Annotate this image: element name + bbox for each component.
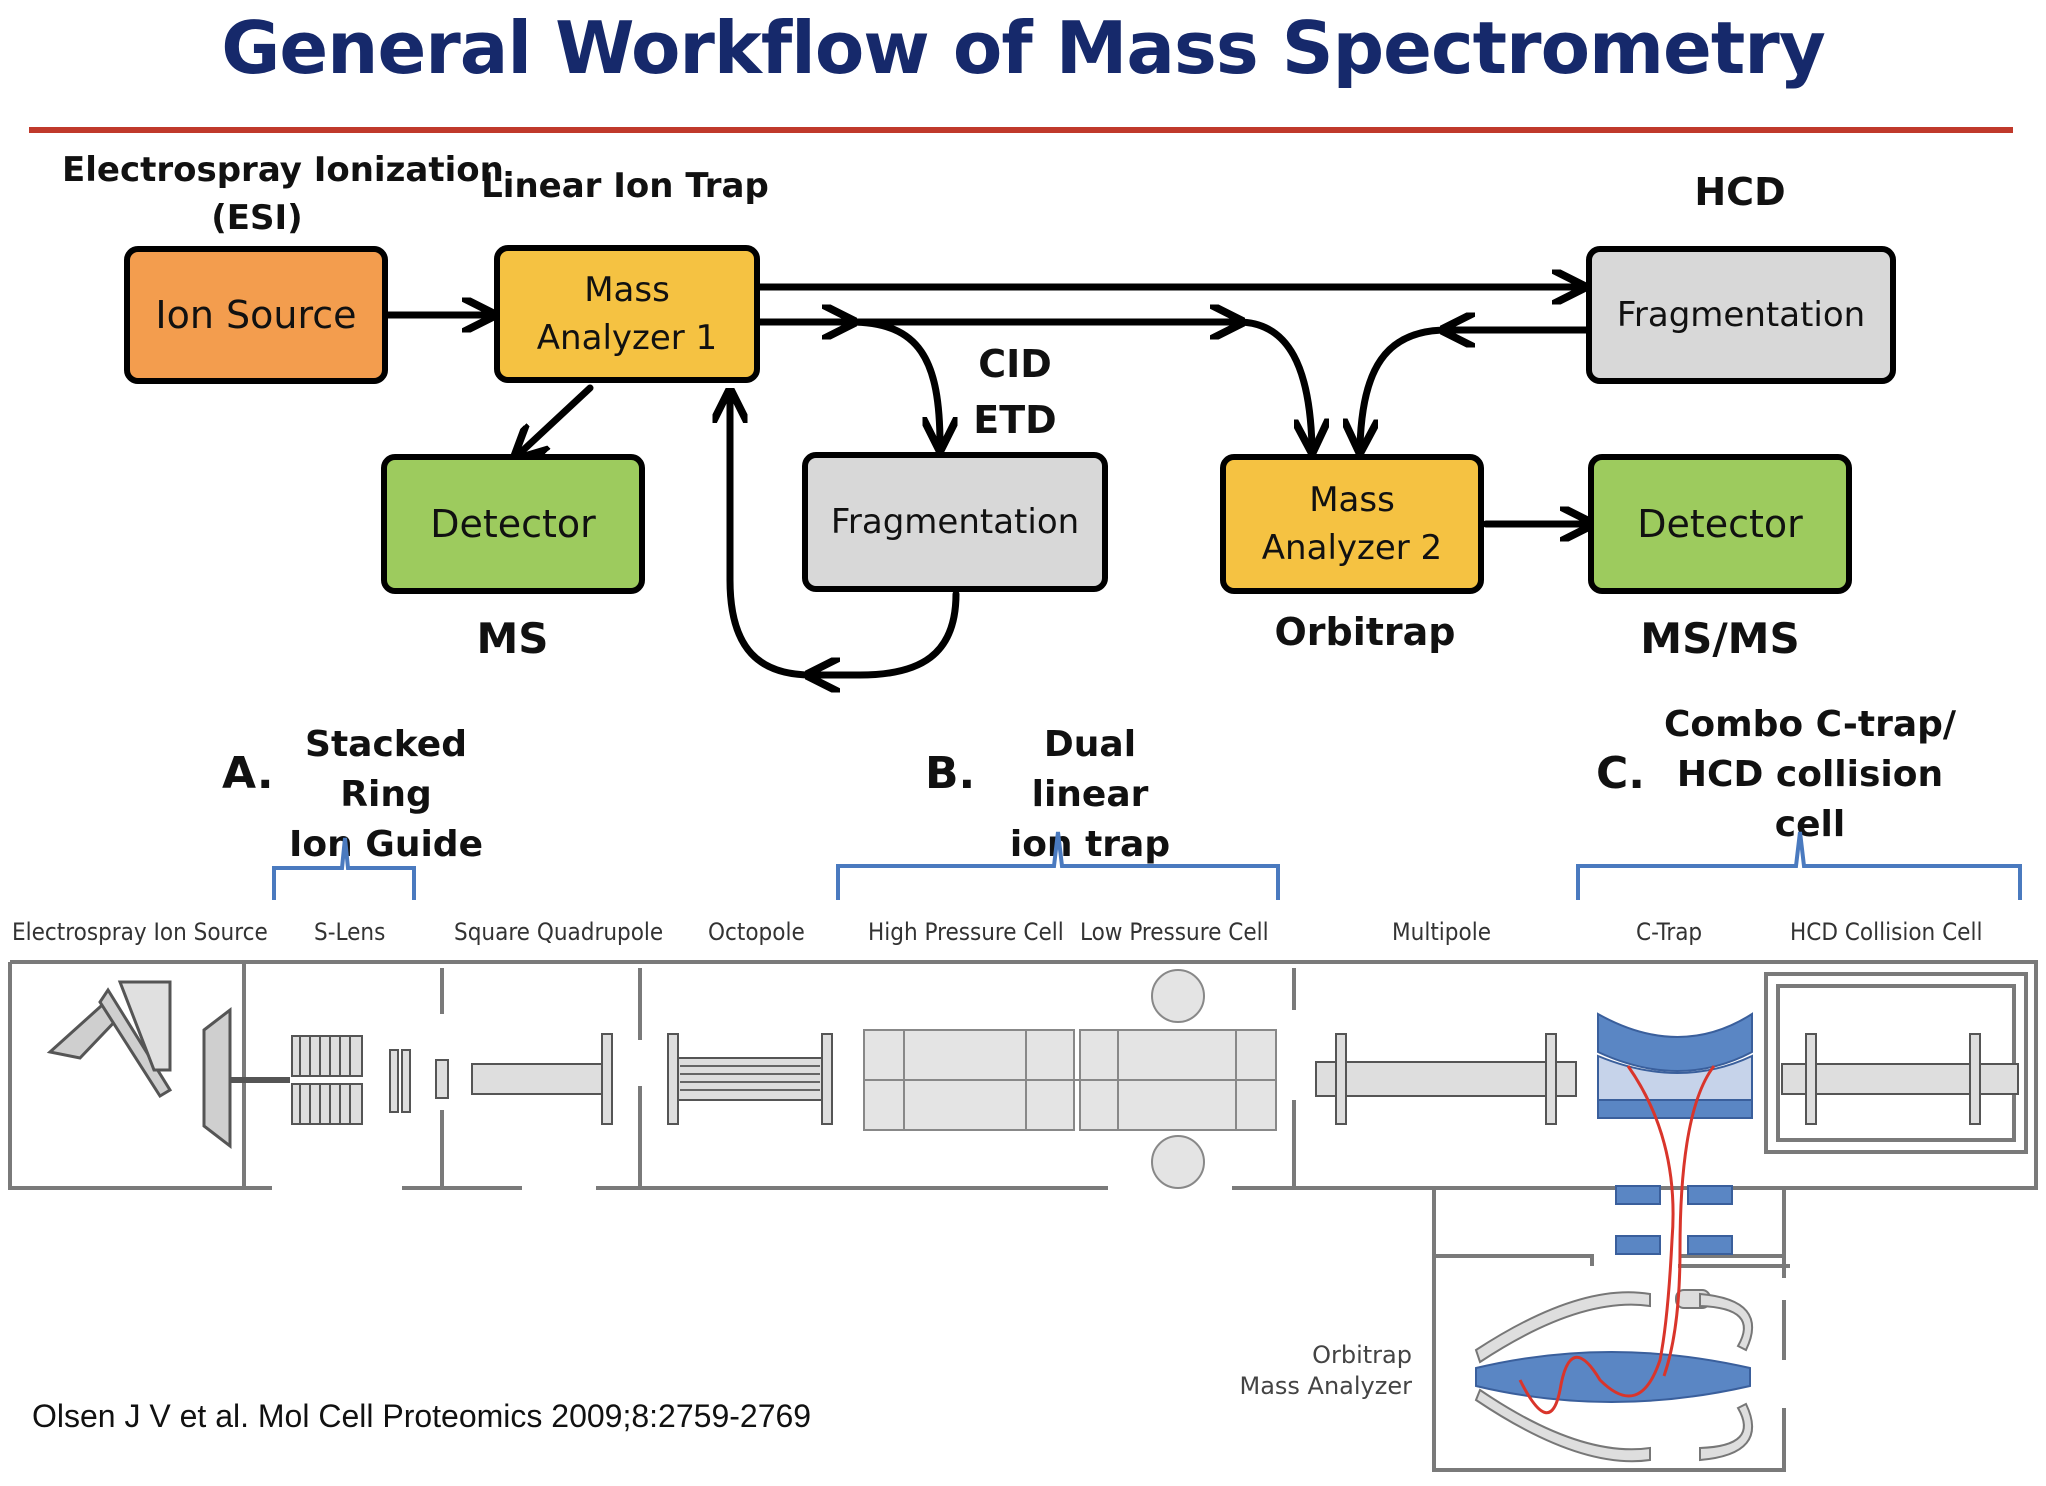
multipole bbox=[1315, 1061, 1577, 1097]
mass-analyzer-1-line1: Mass bbox=[584, 270, 670, 310]
ion-source-label: Ion Source bbox=[155, 293, 357, 337]
component-label-octopole: Octopole bbox=[708, 918, 805, 946]
component-label-s-lens: S-Lens bbox=[314, 918, 386, 946]
detector-1-label: Detector bbox=[430, 502, 596, 546]
esi-label-line1: Electrospray Ionization bbox=[62, 150, 504, 190]
section-a-line2: Ion Guide bbox=[289, 824, 483, 865]
outer-electrode-bottom bbox=[1474, 1388, 1651, 1463]
arrow-ma1-to-ma2-curve bbox=[1234, 318, 1312, 447]
detector-top bbox=[1151, 969, 1205, 1023]
arrow-cid-loop bbox=[812, 590, 960, 675]
section-c-letter: C. bbox=[1596, 748, 1646, 799]
component-label-high-pressure-cell: High Pressure Cell bbox=[868, 918, 1064, 946]
low-pressure-cell bbox=[1079, 1029, 1277, 1131]
section-b-line2: ion trap bbox=[1009, 824, 1171, 865]
component-label-low-pressure-cell: Low Pressure Cell bbox=[1080, 918, 1269, 946]
s-lens-rings bbox=[291, 1035, 363, 1077]
orbitrap-mass-analyzer-label: Orbitrap Mass Analyzer bbox=[1222, 1340, 1413, 1402]
fragmentation-hcd-box: Fragmentation bbox=[1586, 246, 1896, 384]
arrow-ma1-to-detector bbox=[518, 384, 594, 455]
vertical-walls bbox=[242, 962, 1296, 1188]
citation: Olsen J V et al. Mol Cell Proteomics 200… bbox=[32, 1398, 812, 1434]
section-c-line1: Combo C-trap/ bbox=[1663, 704, 1957, 745]
orbitrap-label-line1: Orbitrap bbox=[1312, 1341, 1412, 1369]
esi-label: Electrospray Ionization (ESI) bbox=[62, 146, 504, 242]
c-trap-mid bbox=[1597, 1054, 1753, 1101]
title-divider bbox=[29, 127, 2013, 133]
c-trap-bottom bbox=[1597, 1099, 1753, 1119]
section-a-title: Stacked Ring Ion Guide bbox=[276, 720, 496, 870]
component-label-esi: Electrospray Ion Source bbox=[12, 918, 268, 946]
mass-analyzer-2-line2: Analyzer 2 bbox=[1261, 528, 1443, 568]
section-b-title: Dual linear ion trap bbox=[980, 720, 1200, 870]
orbitrap-housing bbox=[1432, 1188, 1786, 1472]
optics-upper-left bbox=[1615, 1185, 1661, 1205]
mass-analyzer-1-line2: Analyzer 1 bbox=[536, 318, 718, 358]
mass-analyzer-2-line1: Mass bbox=[1309, 480, 1395, 520]
detector-2-box: Detector bbox=[1588, 454, 1852, 594]
component-label-multipole: Multipole bbox=[1392, 918, 1491, 946]
fragmentation-cid-box: Fragmentation bbox=[802, 452, 1108, 592]
ion-source-box: Ion Source bbox=[124, 246, 388, 384]
section-c-title: Combo C-trap/ HCD collision cell bbox=[1650, 700, 1970, 850]
workflow-arrows bbox=[384, 0, 2046, 700]
esi-emitter bbox=[98, 987, 173, 1099]
component-label-hcd-collision-cell: HCD Collision Cell bbox=[1790, 918, 1983, 946]
housing-outline bbox=[8, 960, 2038, 1190]
deflector bbox=[1675, 1289, 1711, 1309]
orbitrap-label: Orbitrap bbox=[1274, 610, 1456, 654]
hcd-label: HCD bbox=[1694, 170, 1786, 214]
section-a-line1: Stacked Ring bbox=[305, 724, 467, 815]
c-trap-top bbox=[1597, 1012, 1753, 1072]
section-c-line2: HCD collision cell bbox=[1676, 754, 1944, 845]
page-title: General Workflow of Mass Spectrometry bbox=[221, 6, 1826, 90]
orbitrap-label-line2: Mass Analyzer bbox=[1239, 1372, 1413, 1400]
section-a-letter: A. bbox=[222, 748, 274, 799]
optics-lower-left bbox=[1615, 1235, 1661, 1255]
component-label-square-quadrupole: Square Quadrupole bbox=[454, 918, 664, 946]
mass-analyzer-2-box: Mass Analyzer 2 bbox=[1220, 454, 1484, 594]
square-quadrupole bbox=[471, 1063, 603, 1095]
arrow-ma1-to-cid bbox=[756, 318, 940, 445]
ms-label: MS bbox=[476, 614, 549, 663]
esi-label-line2: (ESI) bbox=[211, 198, 303, 238]
esi-needle bbox=[46, 995, 124, 1060]
arrow-hcd-to-ma2 bbox=[1360, 326, 1451, 447]
linear-ion-trap-label: Linear Ion Trap bbox=[481, 166, 769, 206]
component-label-c-trap: C-Trap bbox=[1636, 918, 1703, 946]
hcd-rods bbox=[1781, 1063, 2019, 1095]
detector-bottom bbox=[1151, 1135, 1205, 1189]
detector-1-box: Detector bbox=[381, 454, 645, 594]
octopole bbox=[669, 1057, 831, 1101]
fragmentation-cid-label: Fragmentation bbox=[830, 502, 1080, 542]
section-b-letter: B. bbox=[925, 748, 976, 799]
section-b-line1: Dual linear bbox=[1031, 724, 1149, 815]
etd-label: ETD bbox=[973, 398, 1057, 442]
cid-label: CID bbox=[978, 342, 1052, 386]
mass-analyzer-1-box: Mass Analyzer 1 bbox=[494, 245, 760, 383]
hcd-cell-box bbox=[1764, 972, 2028, 1154]
capillary-cone bbox=[202, 1006, 232, 1150]
inner-electrode bbox=[1475, 1351, 1751, 1403]
arrow-cid-loop-return bbox=[730, 395, 816, 679]
ion-path bbox=[1518, 1065, 1716, 1414]
detector-2-label: Detector bbox=[1637, 502, 1803, 546]
orbitrap-inner bbox=[1434, 1254, 1784, 1266]
fragmentation-hcd-label: Fragmentation bbox=[1616, 295, 1866, 335]
high-pressure-cell bbox=[863, 1029, 1075, 1131]
msms-label: MS/MS bbox=[1640, 614, 1800, 663]
outer-electrode-top bbox=[1474, 1291, 1651, 1364]
